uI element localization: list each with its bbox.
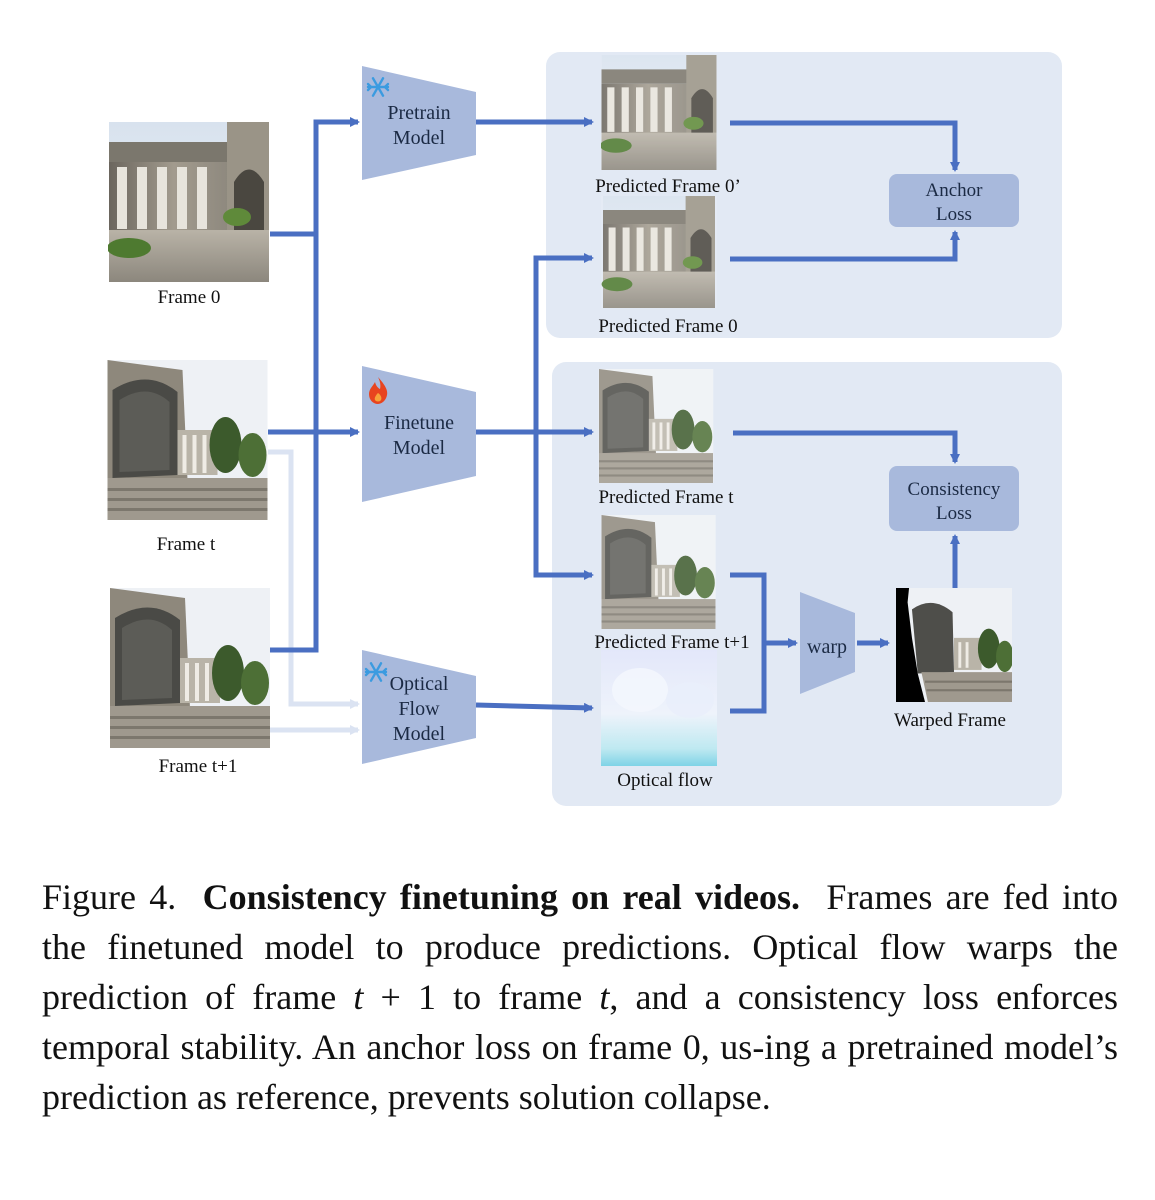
optical-flow-model-line3: Model bbox=[393, 723, 446, 745]
pretrain-model-line2: Model bbox=[393, 127, 446, 149]
caption-sentence-2: , and a consistency loss enforces tempor… bbox=[42, 977, 1119, 1117]
caption-title: Consistency finetuning on real videos. bbox=[202, 877, 800, 917]
input-connectors bbox=[268, 117, 360, 653]
predicted-frame-t-label: Predicted Frame t bbox=[598, 487, 734, 508]
light-connectors bbox=[268, 449, 360, 735]
finetune-model-line2: Model bbox=[393, 437, 446, 459]
frame-t1-label: Frame t+1 bbox=[159, 756, 238, 777]
optical-flow-label: Optical flow bbox=[617, 770, 713, 791]
pretrain-model-line1: Pretrain bbox=[387, 102, 450, 124]
snowflake-icon bbox=[366, 77, 390, 97]
predicted-frame-t1-label: Predicted Frame t+1 bbox=[594, 632, 749, 653]
frame-t-image bbox=[107, 360, 268, 520]
loss-connectors bbox=[730, 120, 960, 714]
optical-flow-model bbox=[362, 650, 476, 764]
caption-var-t2: t bbox=[599, 977, 610, 1017]
predicted-frame-t-image bbox=[598, 369, 714, 483]
predicted-frame-0-prime-image bbox=[601, 55, 717, 170]
finetune-model-line1: Finetune bbox=[384, 412, 454, 434]
frame-0-image bbox=[108, 122, 269, 282]
frame-t-label: Frame t bbox=[157, 534, 216, 555]
optical-flow-image bbox=[601, 650, 717, 766]
pretrain-model bbox=[362, 66, 476, 180]
optical-flow-model-line2: Flow bbox=[398, 698, 440, 720]
figure-caption: Figure 4. Consistency finetuning on real… bbox=[42, 872, 1118, 1122]
predicted-frame-0-label: Predicted Frame 0 bbox=[598, 316, 737, 337]
caption-var-t1: t bbox=[353, 977, 364, 1017]
consistency-loss-line2: Loss bbox=[936, 503, 972, 524]
warped-frame-image bbox=[896, 588, 1012, 702]
caption-prefix: Figure 4. bbox=[42, 877, 177, 917]
anchor-loss-box bbox=[889, 174, 1019, 227]
anchor-loss-line1: Anchor bbox=[926, 180, 984, 201]
predicted-frame-0-image bbox=[601, 196, 717, 308]
caption-sentence-1: Frames are fed into the finetuned model … bbox=[42, 877, 1118, 1017]
predicted-frame-0-prime-label: Predicted Frame 0’ bbox=[595, 176, 741, 197]
pipeline-diagram: Frame 0 Frame t Frame t+1 Pretrain Model… bbox=[107, 52, 1062, 806]
warp-label: warp bbox=[807, 636, 847, 658]
anchor-loss-line2: Loss bbox=[936, 204, 972, 225]
frame-t1-image bbox=[110, 588, 270, 748]
snowflake-icon bbox=[364, 662, 388, 682]
optical-flow-model-line1: Optical bbox=[390, 673, 449, 695]
finetune-model bbox=[362, 366, 476, 502]
frame-0-label: Frame 0 bbox=[158, 287, 221, 308]
warped-frame-label: Warped Frame bbox=[894, 710, 1006, 731]
consistency-loss-line1: Consistency bbox=[908, 479, 1001, 500]
caption-plus: + 1 to frame bbox=[380, 977, 583, 1017]
predicted-frame-t1-image bbox=[601, 515, 716, 629]
flame-icon bbox=[369, 377, 388, 404]
model-output-connectors bbox=[475, 117, 594, 713]
warp-block bbox=[800, 592, 855, 694]
consistency-loss-box bbox=[889, 466, 1019, 531]
